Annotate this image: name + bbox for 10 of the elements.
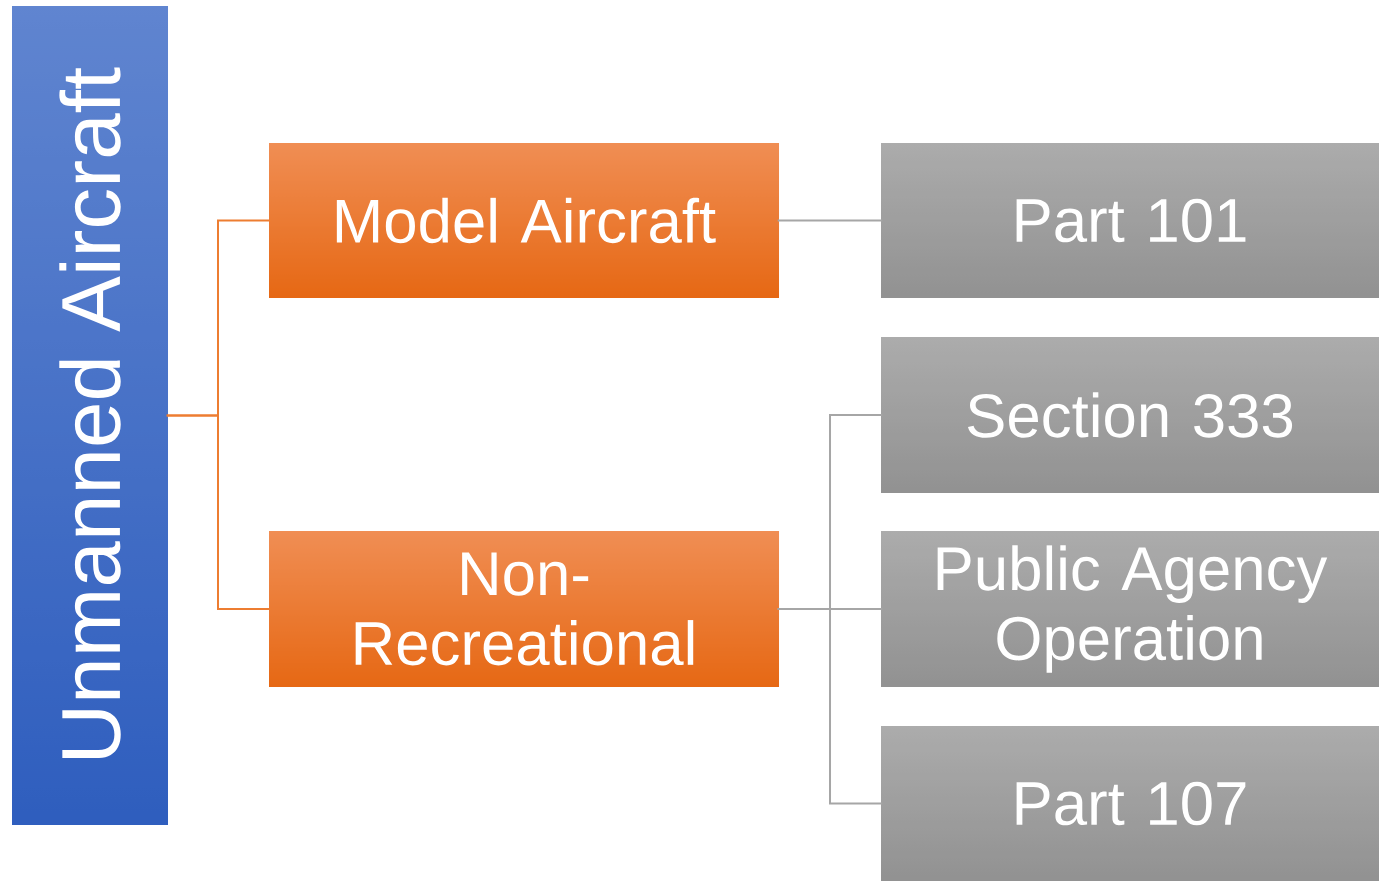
category-box: Model Aircraft (269, 143, 779, 298)
connector-line (165, 414, 272, 610)
regulation-box: Part 107 (881, 726, 1379, 881)
regulation-box: Section 333 (881, 337, 1379, 493)
category-box: Non-Recreational (269, 531, 779, 687)
connector-line (776, 608, 884, 805)
category-bar: Unmanned Aircraft (12, 6, 168, 825)
connector-line (776, 219, 884, 222)
regulation-box: Part 101 (881, 143, 1379, 298)
regulation-box: Public Agency Operation (881, 531, 1379, 687)
